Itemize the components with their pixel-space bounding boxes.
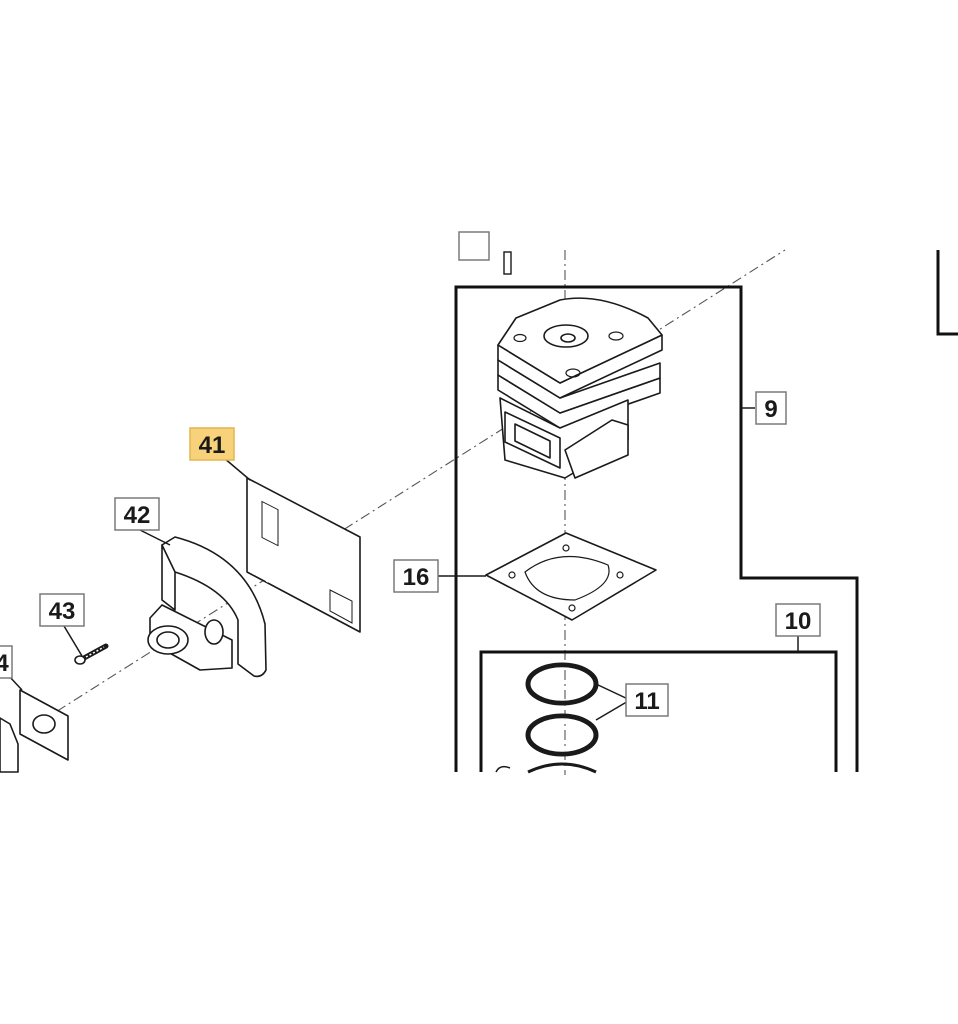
callout-41-label: 41 <box>199 432 226 459</box>
manifold-42-port-inner <box>156 631 180 649</box>
cylinder-bolt-hole <box>565 368 581 378</box>
callout-top-clipped-box <box>458 231 490 261</box>
callout-10[interactable]: 10 <box>775 603 821 637</box>
piston-ring-lower <box>525 713 599 757</box>
manifold-42-flange <box>149 604 233 671</box>
screw-43-head <box>74 655 86 665</box>
callout-43-box <box>39 593 85 627</box>
piston-top-partial <box>527 762 597 774</box>
callout-43[interactable]: 43 <box>39 593 85 627</box>
gasket-41-port-upper <box>261 500 279 547</box>
callout-9-label: 9 <box>764 396 777 423</box>
cylinder-bolt-hole <box>608 331 624 341</box>
callout-10-label: 10 <box>785 608 812 635</box>
callout-11-box <box>625 683 669 717</box>
gasket-41-hole <box>317 571 323 577</box>
piston-ring-upper-inner <box>531 667 593 701</box>
part-16-base-gasket[interactable] <box>485 532 657 621</box>
part-cylinder[interactable] <box>497 251 663 479</box>
cylinder-stud <box>503 251 512 275</box>
callout-42-label: 42 <box>124 502 151 529</box>
part-41-gasket-highlighted[interactable] <box>246 477 361 633</box>
leader-41 <box>223 457 251 481</box>
leader-lines <box>7 407 799 721</box>
pin-clip-partial <box>495 765 511 773</box>
leader-43 <box>63 625 83 657</box>
screw-43-thread <box>85 646 105 658</box>
gasket-41-port-lower <box>329 589 353 624</box>
gasket-16-body <box>485 532 657 621</box>
callout-11-label: 11 <box>634 688 659 715</box>
manifold-42-shield-side <box>161 544 176 611</box>
cylinder-intake-port <box>514 423 551 459</box>
callout-43-label: 43 <box>49 598 76 625</box>
group-frame-9 <box>454 285 859 772</box>
part-4-partial[interactable] <box>0 689 69 773</box>
gasket-41-hole <box>265 577 271 583</box>
callout-16-label: 16 <box>403 564 430 591</box>
callout-top-clipped[interactable] <box>458 231 490 261</box>
group-frame-10 <box>479 650 838 772</box>
frame-edge-right <box>936 250 958 336</box>
leader-42 <box>139 529 171 546</box>
manifold-42-boss <box>204 619 224 645</box>
piston-ring-upper <box>525 662 599 706</box>
callout-41[interactable]: 41 <box>189 427 235 461</box>
callout-42-box <box>114 497 160 531</box>
gasket-16-hole <box>508 571 516 579</box>
leader-11-lower <box>595 699 631 721</box>
cylinder-exhaust-flange <box>564 419 629 479</box>
callout-16-box <box>393 559 439 593</box>
gasket-41-hole <box>310 593 316 599</box>
callout-4-partial[interactable]: 4 <box>0 645 13 679</box>
piston-ring-lower-inner <box>531 718 593 752</box>
gasket-16-hole <box>568 604 576 612</box>
gasket-16-bore <box>524 555 610 601</box>
gasket-4-port <box>32 714 56 734</box>
part-43-screw[interactable] <box>74 643 109 665</box>
callout-11[interactable]: 11 <box>625 683 669 717</box>
manifold-42-shield <box>161 536 267 678</box>
part-42-intake-manifold[interactable] <box>147 536 267 678</box>
callout-10-box <box>775 603 821 637</box>
part-11-piston-rings[interactable] <box>495 662 599 774</box>
callout-4-label: 4 <box>0 650 9 677</box>
carburetor-partial <box>0 717 19 773</box>
callout-16[interactable]: 16 <box>393 559 439 593</box>
callout-4-box <box>0 645 13 679</box>
callout-42[interactable]: 42 <box>114 497 160 531</box>
callout-41-box <box>189 427 235 461</box>
callout-9[interactable]: 9 <box>755 391 787 425</box>
gasket-16-hole <box>562 544 570 552</box>
gasket-16-hole <box>616 571 624 579</box>
leader-11-upper <box>595 683 631 701</box>
cylinder-bolt-hole <box>513 333 527 343</box>
callout-9-box <box>755 391 787 425</box>
cylinder-spark-hole <box>560 333 576 343</box>
gasket-41-port-center <box>269 562 311 590</box>
